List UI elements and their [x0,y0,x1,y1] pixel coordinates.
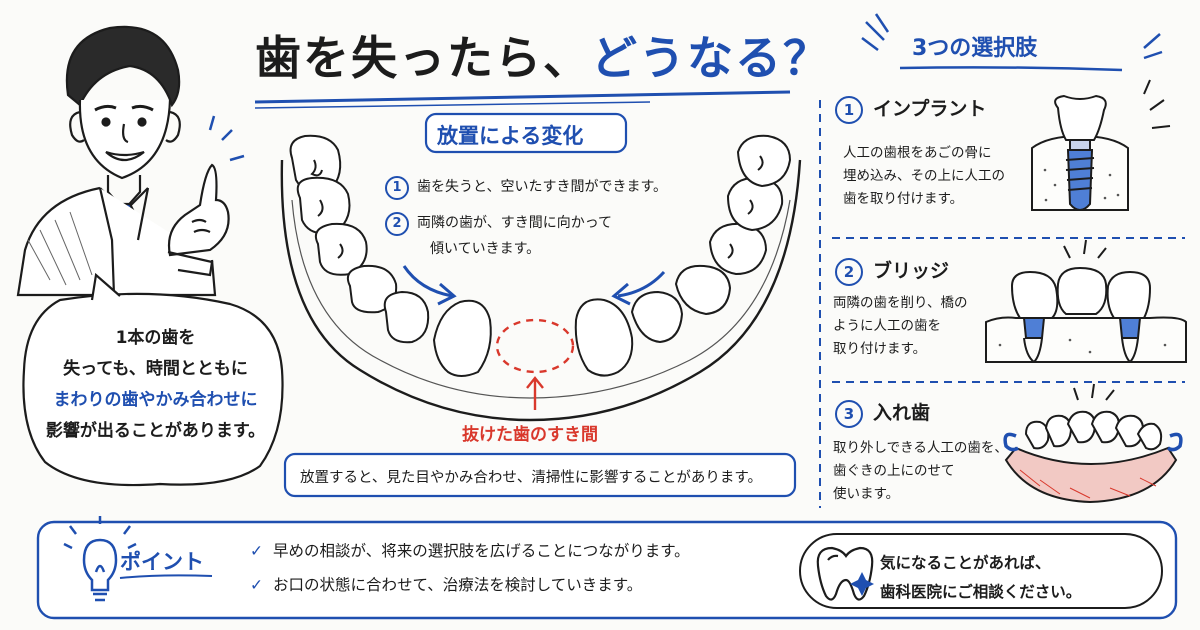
point-label: ポイント [120,550,204,574]
option-denture-desc: 取り外しできる人工の歯を、 歯ぐきの上にのせて 使います。 [833,437,1008,506]
note-text: 放置すると、見た目やかみ合わせ、清掃性に影響することがあります。 [300,470,762,486]
tilt-arrow-left [402,265,453,298]
option-name: インプラント [873,98,987,120]
point-text: お口の状態に合わせて、治療法を検討していきます。 [273,576,643,594]
step-number: 2 [385,212,409,236]
option-number: 3 [835,400,863,428]
jaw-illustration [280,134,802,422]
desc-line: 取り付けます。 [833,341,927,357]
desc-line: 使います。 [833,486,900,502]
check-icon: ✓ [250,576,263,594]
step-2-continued: 傾いていきます。 [430,241,541,257]
desc-line: 取り外しできる人工の歯を、 [833,440,1008,456]
step-number: 1 [385,176,409,200]
consult-pill [799,533,1163,609]
option-name: ブリッジ [873,260,950,282]
doctor-illustration [16,25,230,297]
bubble-line: 失っても、時間とともに [63,359,248,379]
desc-line: 人工の歯根をあごの骨に [843,145,992,161]
consult-message: 気になることがあれば、 歯科医院にご相談ください。 [880,549,1081,607]
speech-bubble [22,292,284,487]
title-part-2: どうなる？ [591,31,831,85]
denture-icon [1003,410,1183,504]
note-box [283,452,797,498]
bubble-line: まわりの歯やかみ合わせに [53,390,258,410]
bubble-line: 1本の歯を [115,328,196,348]
step-1: 1 歯を失うと、空いたすき間ができます。 [385,175,667,200]
title-part-1: 歯を失ったら、 [255,31,591,85]
title-sparks-left [861,13,890,51]
bubble-line: 影響が出ることがあります。 [45,421,266,441]
option-number: 1 [835,96,863,124]
gap-arrow [526,376,544,410]
status-label: 放置による変化 [437,124,584,148]
title-underline-2 [254,101,651,109]
bridge-icon [985,266,1187,363]
desc-line: 歯を取り付けます。 [843,191,964,207]
title-underline [254,90,791,104]
gap-circle [495,318,575,374]
step-2: 2 両隣の歯が、すき間に向かって [385,211,612,236]
point-item-1: ✓ 早めの相談が、将来の選択肢を広げることにつながります。 [250,539,690,561]
tilt-arrow-right [617,270,666,298]
desc-line: 両隣の歯を削り、橋の [833,295,968,311]
check-icon: ✓ [250,542,263,560]
choices-title: 3つの選択肢 [912,36,1038,61]
status-label-box [424,112,628,154]
point-text: 早めの相談が、将来の選択肢を広げることにつながります。 [273,542,690,560]
consult-line: 歯科医院にご相談ください。 [880,583,1082,601]
desc-line: ように人工の歯を [833,318,941,334]
page-title: 歯を失ったら、どうなる？ [255,22,831,88]
implant-icon [1031,94,1129,211]
lightbulb-icon [63,516,137,602]
desc-line: 歯ぐきの上にのせて [833,463,955,479]
option-name: 入れ歯 [873,402,931,424]
step-text: 両隣の歯が、すき間に向かって [417,215,613,231]
option-bridge-title: 2 ブリッジ [835,256,949,286]
step-text: 歯を失うと、空いたすき間ができます。 [417,179,668,195]
point-item-2: ✓ お口の状態に合わせて、治療法を検討していきます。 [250,573,642,595]
option-bridge-desc: 両隣の歯を削り、橋の ように人工の歯を 取り付けます。 [833,292,967,361]
consult-line: 気になることがあれば、 [880,554,1051,572]
option-implant-desc: 人工の歯根をあごの骨に 埋め込み、その上に人工の 歯を取り付けます。 [843,142,1005,211]
desc-line: 埋め込み、その上に人工の [843,168,1005,184]
title-sparks-right [1143,33,1163,60]
option-number: 2 [835,258,863,286]
bubble-message: 1本の歯を 失っても、時間とともに まわりの歯やかみ合わせに 影響が出ることがあ… [38,323,273,447]
option-implant-title: 1 インプラント [835,94,986,124]
option-denture-title: 3 入れ歯 [835,398,930,428]
gap-label: 抜けた歯のすき間 [462,425,598,445]
